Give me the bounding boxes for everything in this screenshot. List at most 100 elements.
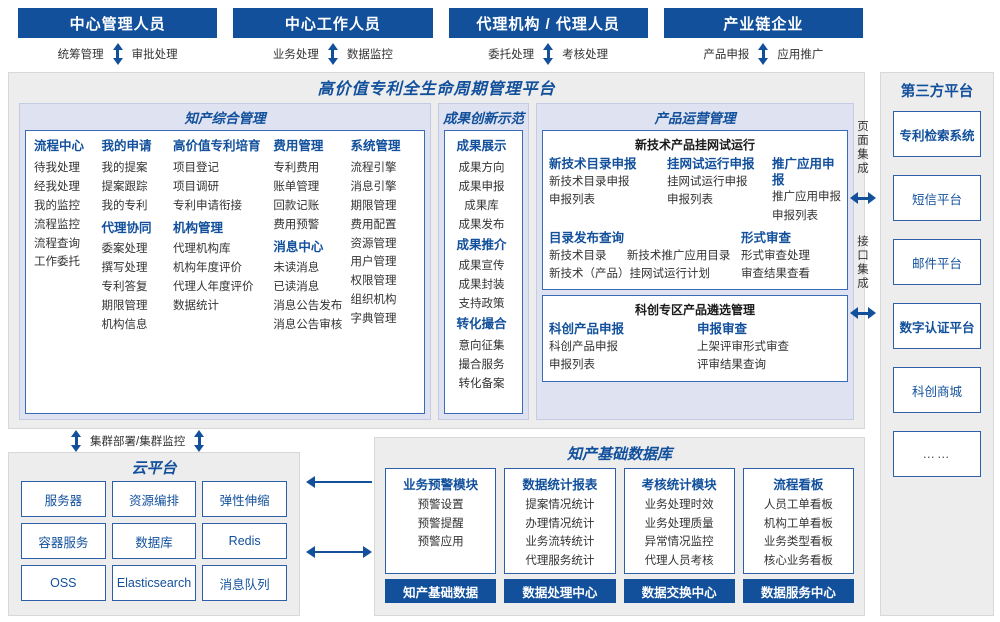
menu-item[interactable]: 申报列表 bbox=[549, 359, 595, 372]
menu-group-title: 挂网试运行申报 bbox=[667, 157, 755, 171]
db-item[interactable]: 业务处理时效 bbox=[644, 499, 714, 511]
menu-item[interactable]: 资源管理 bbox=[350, 237, 397, 250]
db-item[interactable]: 业务类型看板 bbox=[763, 536, 833, 549]
menu-item[interactable]: 消息公告发布 bbox=[273, 300, 343, 313]
menu-item[interactable]: 经我处理 bbox=[34, 180, 80, 193]
db-box: 业务预警模块 预警设置 预警提醒 预警应用 bbox=[385, 468, 497, 574]
menu-item[interactable]: 成果发布 bbox=[458, 218, 505, 231]
menu-item[interactable]: 新技术推广应用目录 bbox=[626, 249, 731, 262]
cloud-cell-autoscaling[interactable]: 弹性伸缩 bbox=[202, 481, 287, 517]
db-item[interactable]: 人员工单看板 bbox=[763, 499, 833, 511]
menu-item[interactable]: 申报列表 bbox=[549, 194, 595, 207]
third-party-item-email[interactable]: 邮件平台 bbox=[893, 239, 981, 285]
menu-item[interactable]: 撰写处理 bbox=[101, 262, 148, 275]
menu-item[interactable]: 我的专利 bbox=[101, 199, 148, 212]
menu-item[interactable]: 用户管理 bbox=[350, 256, 397, 269]
db-item[interactable]: 异常情况监控 bbox=[644, 536, 714, 549]
menu-item[interactable]: 专利申请衔接 bbox=[172, 199, 242, 212]
cloud-cell-orchestration[interactable]: 资源编排 bbox=[111, 481, 197, 517]
cloud-cell-container[interactable]: 容器服务 bbox=[21, 523, 106, 559]
menu-item[interactable]: 提案跟踪 bbox=[101, 180, 148, 193]
menu-item[interactable]: 上架评审形式审查 bbox=[697, 341, 789, 354]
db-item[interactable]: 核心业务看板 bbox=[763, 554, 833, 567]
menu-item[interactable]: 转化备案 bbox=[458, 377, 505, 390]
db-item[interactable]: 业务处理质量 bbox=[644, 517, 714, 530]
menu-item[interactable]: 机构年度评价 bbox=[172, 262, 242, 275]
menu-item[interactable]: 挂网试运行申报 bbox=[667, 175, 748, 188]
menu-item[interactable]: 成果方向 bbox=[458, 161, 505, 174]
cloud-cell-redis[interactable]: Redis bbox=[202, 523, 287, 559]
menu-item[interactable]: 代理机构库 bbox=[172, 243, 231, 256]
menu-item[interactable]: 账单管理 bbox=[273, 180, 320, 193]
db-item[interactable]: 预警应用 bbox=[417, 536, 464, 549]
menu-item[interactable]: 审查结果查看 bbox=[741, 268, 810, 281]
menu-item[interactable]: 成果申报 bbox=[458, 180, 505, 193]
cloud-cell-elasticsearch[interactable]: Elasticsearch bbox=[111, 565, 197, 601]
menu-item[interactable]: 待我处理 bbox=[34, 161, 80, 174]
menu-item[interactable]: 流程查询 bbox=[34, 237, 80, 250]
menu-item[interactable]: 评审结果查询 bbox=[697, 359, 766, 372]
db-footer-badge[interactable]: 数据交换中心 bbox=[623, 579, 735, 603]
menu-item[interactable]: 工作委托 bbox=[34, 256, 80, 269]
cloud-cell-database[interactable]: 数据库 bbox=[111, 523, 197, 559]
menu-item[interactable]: 申报列表 bbox=[667, 194, 713, 207]
menu-item[interactable]: 意向征集 bbox=[458, 339, 505, 352]
menu-item[interactable]: 成果封装 bbox=[458, 279, 505, 292]
db-footer-badge[interactable]: 数据服务中心 bbox=[742, 579, 854, 603]
menu-item[interactable]: 新技术目录 bbox=[549, 249, 607, 262]
menu-item[interactable]: 申报列表 bbox=[772, 209, 818, 222]
menu-item[interactable]: 字典管理 bbox=[350, 313, 397, 326]
menu-item[interactable]: 数据统计 bbox=[172, 300, 219, 313]
db-item[interactable]: 预警设置 bbox=[417, 499, 464, 511]
cloud-cell-server[interactable]: 服务器 bbox=[21, 481, 106, 517]
menu-item[interactable]: 专利费用 bbox=[273, 161, 320, 174]
menu-item[interactable]: 机构信息 bbox=[101, 319, 148, 332]
menu-item[interactable]: 新技术（产品）挂网试运行计划 bbox=[549, 268, 710, 281]
menu-item[interactable]: 我的提案 bbox=[101, 161, 148, 174]
cloud-cell-message-queue[interactable]: 消息队列 bbox=[202, 565, 287, 601]
db-item[interactable]: 提案情况统计 bbox=[525, 499, 595, 511]
db-footer-badge[interactable]: 知产基础数据 bbox=[385, 579, 497, 603]
db-item[interactable]: 代理服务统计 bbox=[525, 554, 595, 567]
db-item[interactable]: 机构工单看板 bbox=[763, 517, 833, 530]
menu-item[interactable]: 期限管理 bbox=[101, 300, 148, 313]
db-footer-badge[interactable]: 数据处理中心 bbox=[504, 579, 616, 603]
menu-item[interactable]: 费用配置 bbox=[350, 218, 397, 231]
menu-item[interactable]: 推广应用申报 bbox=[772, 191, 841, 204]
menu-item[interactable]: 我的监控 bbox=[34, 199, 80, 212]
cloud-cell-oss[interactable]: OSS bbox=[21, 565, 106, 601]
menu-item[interactable]: 项目登记 bbox=[172, 161, 219, 174]
menu-item[interactable]: 委案处理 bbox=[101, 243, 148, 256]
menu-item[interactable]: 流程监控 bbox=[34, 218, 80, 231]
db-item[interactable]: 预警提醒 bbox=[417, 517, 464, 530]
third-party-item-more[interactable]: …… bbox=[893, 431, 981, 477]
menu-item[interactable]: 费用预警 bbox=[273, 218, 320, 231]
third-party-item-digital-cert[interactable]: 数字认证平台 bbox=[893, 303, 981, 349]
third-party-item-patent-search[interactable]: 专利检索系统 bbox=[893, 111, 981, 157]
menu-item[interactable]: 项目调研 bbox=[172, 180, 219, 193]
db-item[interactable]: 业务流转统计 bbox=[525, 536, 595, 549]
db-item[interactable]: 办理情况统计 bbox=[525, 517, 595, 530]
menu-item[interactable]: 代理人年度评价 bbox=[172, 281, 254, 294]
menu-item[interactable]: 组织机构 bbox=[350, 294, 397, 307]
menu-item[interactable]: 消息引擎 bbox=[350, 180, 397, 193]
third-party-item-sci-mall[interactable]: 科创商城 bbox=[893, 367, 981, 413]
menu-item[interactable]: 成果库 bbox=[464, 199, 499, 212]
menu-item[interactable]: 撮合服务 bbox=[458, 358, 505, 371]
double-arrow-vertical-icon bbox=[327, 43, 339, 65]
menu-item[interactable]: 未读消息 bbox=[273, 262, 320, 275]
menu-item[interactable]: 形式审查处理 bbox=[741, 249, 810, 262]
menu-item[interactable]: 已读消息 bbox=[273, 281, 320, 294]
menu-item[interactable]: 新技术目录申报 bbox=[549, 175, 630, 188]
third-party-item-sms[interactable]: 短信平台 bbox=[893, 175, 981, 221]
menu-item[interactable]: 权限管理 bbox=[350, 275, 397, 288]
db-item[interactable]: 代理人员考核 bbox=[644, 554, 714, 567]
menu-item[interactable]: 流程引擎 bbox=[350, 161, 397, 174]
menu-item[interactable]: 成果宣传 bbox=[458, 260, 505, 273]
menu-item[interactable]: 科创产品申报 bbox=[549, 341, 618, 354]
menu-item[interactable]: 期限管理 bbox=[350, 199, 397, 212]
menu-item[interactable]: 支持政策 bbox=[458, 298, 505, 311]
menu-item[interactable]: 回款记账 bbox=[273, 199, 320, 212]
menu-item[interactable]: 专利答复 bbox=[101, 281, 148, 294]
menu-item[interactable]: 消息公告审核 bbox=[273, 319, 343, 332]
